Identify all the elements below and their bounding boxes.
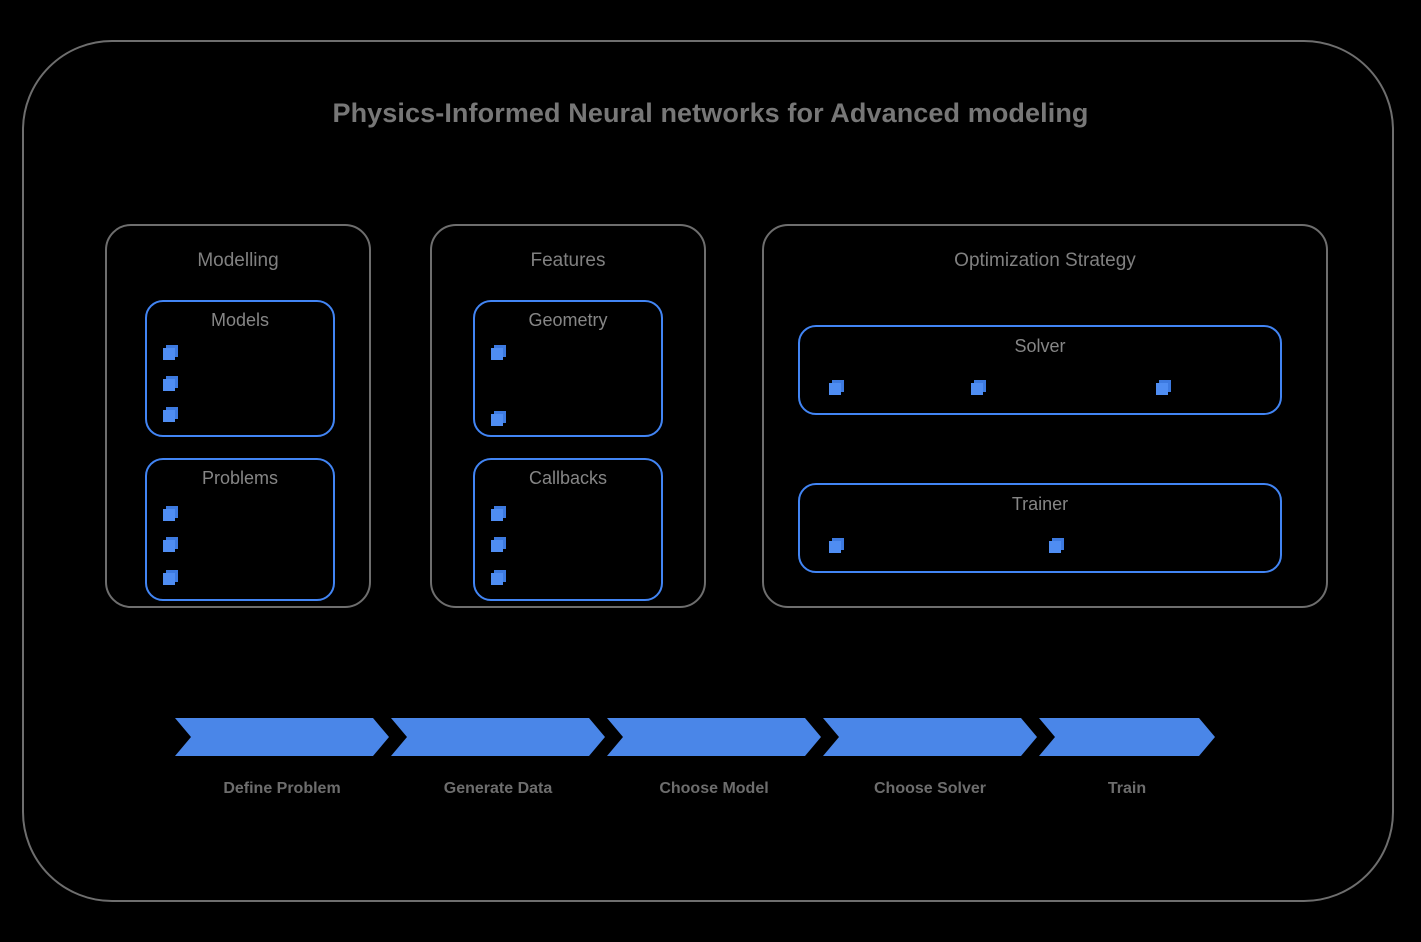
- card-marker: [971, 380, 986, 395]
- sub-card-title-solver: Solver: [1014, 336, 1066, 356]
- card-marker: [491, 345, 506, 360]
- pipeline-step-label: Train: [1107, 780, 1147, 797]
- card-marker: [163, 376, 178, 391]
- card-marker: [491, 506, 506, 521]
- card-marker: [491, 411, 506, 426]
- sub-card-callbacks[interactable]: Callbacks: [473, 458, 663, 601]
- sub-card-geometry[interactable]: Geometry: [473, 300, 663, 437]
- sub-card-title-models: Models: [210, 310, 270, 330]
- card-marker: [829, 538, 844, 553]
- card-marker: [163, 407, 178, 422]
- sub-card-trainer[interactable]: Trainer: [798, 483, 1282, 573]
- sub-card-title-geometry: Geometry: [528, 310, 608, 330]
- sub-card-title-problems: Problems: [201, 468, 279, 488]
- card-marker: [163, 345, 178, 360]
- sub-card-title-callbacks: Callbacks: [528, 468, 608, 488]
- card-marker: [163, 570, 178, 585]
- pipeline-step-arrow[interactable]: [391, 718, 605, 756]
- sub-card-problems[interactable]: Problems: [145, 458, 335, 601]
- card-marker: [1156, 380, 1171, 395]
- card-marker: [491, 537, 506, 552]
- group-title-features: Features: [530, 250, 606, 271]
- sub-card-title-trainer: Trainer: [1011, 494, 1069, 514]
- card-marker: [491, 570, 506, 585]
- pipeline-step-arrow[interactable]: [607, 718, 821, 756]
- pipeline-step-label: Choose Solver: [873, 780, 987, 797]
- pipeline-flow: Define Problem Generate Data Choose Mode…: [175, 718, 1215, 797]
- group-title-optimization-strategy: Optimization Strategy: [954, 250, 1136, 271]
- sub-card-models[interactable]: Models: [145, 300, 335, 437]
- page-title: Physics-Informed Neural networks for Adv…: [332, 98, 1089, 128]
- pipeline-step-arrow[interactable]: [823, 718, 1037, 756]
- sub-card-solver[interactable]: Solver: [798, 325, 1282, 415]
- pipeline-step-arrow[interactable]: [1039, 718, 1215, 756]
- card-marker: [163, 506, 178, 521]
- pipeline-step-label: Define Problem: [223, 780, 341, 797]
- group-title-modelling: Modelling: [197, 250, 279, 271]
- pipeline-step-arrow[interactable]: [175, 718, 389, 756]
- card-marker: [1049, 538, 1064, 553]
- pipeline-step-label: Generate Data: [443, 780, 553, 797]
- card-marker: [829, 380, 844, 395]
- card-marker: [163, 537, 178, 552]
- pipeline-step-label: Choose Model: [659, 780, 769, 797]
